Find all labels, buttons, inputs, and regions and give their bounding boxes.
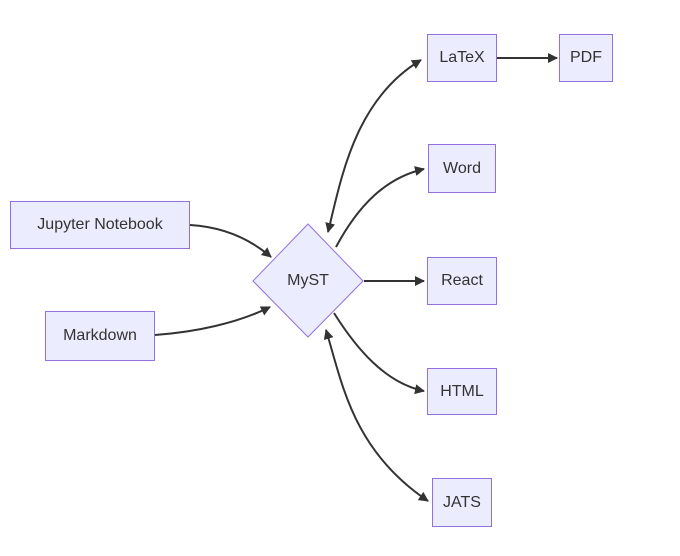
- node-jats-label: JATS: [443, 493, 481, 511]
- edge-myst-latex-bidirectional: [325, 59, 422, 233]
- node-pdf: PDF: [559, 34, 613, 82]
- node-jupyter-notebook-label: Jupyter Notebook: [37, 216, 163, 233]
- node-markdown: Markdown: [45, 311, 155, 361]
- node-myst-diamond-shape: [252, 223, 364, 338]
- node-html: HTML: [427, 368, 497, 415]
- node-myst: MyST: [253, 224, 363, 337]
- edge-myst-to-word: [335, 166, 425, 248]
- node-jats: JATS: [432, 478, 492, 527]
- node-jupyter-notebook: Jupyter Notebook: [10, 201, 190, 249]
- edge-myst-jats-bidirectional: [323, 329, 429, 502]
- node-react-label: React: [441, 272, 483, 289]
- edge-jupyter-to-myst: [189, 224, 272, 258]
- node-word-label: Word: [443, 159, 481, 177]
- edge-markdown-to-myst: [154, 306, 271, 336]
- node-latex: LaTeX: [427, 34, 497, 82]
- node-myst-label: MyST: [287, 271, 329, 289]
- node-react: React: [427, 257, 497, 305]
- node-html-label: HTML: [440, 382, 484, 400]
- node-pdf-label: PDF: [570, 49, 602, 66]
- node-markdown-label: Markdown: [63, 327, 137, 344]
- node-latex-label: LaTeX: [439, 49, 485, 66]
- node-word: Word: [428, 144, 496, 193]
